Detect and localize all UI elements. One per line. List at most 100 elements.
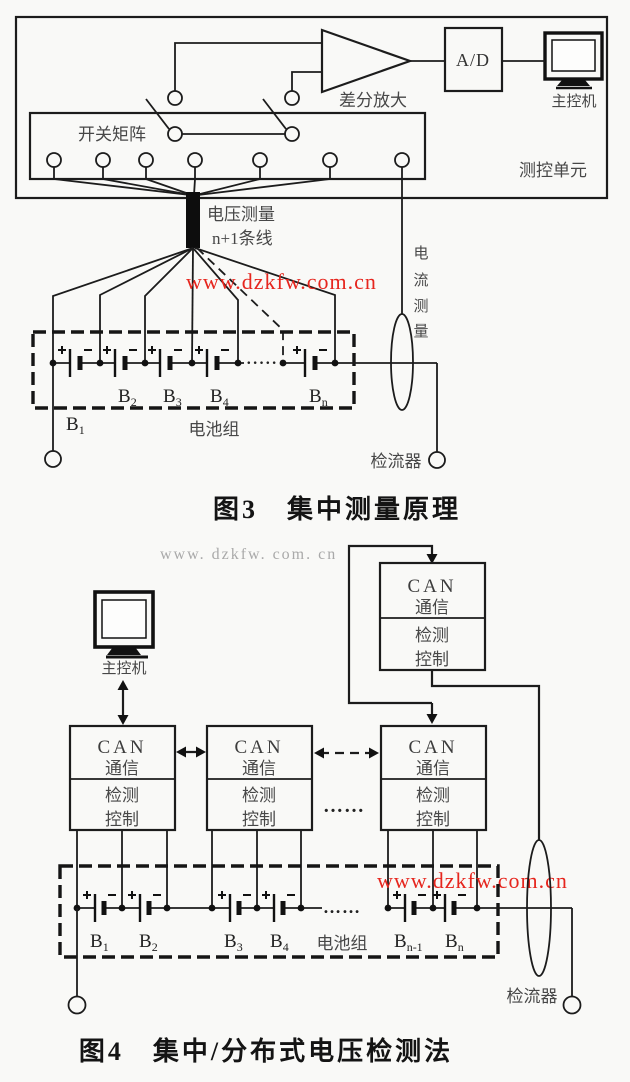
watermark-gray-fig4: www. dzkfw. com. cn xyxy=(160,546,337,563)
figure4-distributed-detection: www. dzkfw. com. cn 主控机 CAN xyxy=(58,544,582,1066)
battery-symbols-fig3 xyxy=(58,346,327,377)
diff-amplifier-label: 差分放大 xyxy=(339,91,407,110)
svg-text:Bn: Bn xyxy=(309,386,328,409)
terminal-circle-left-fig4 xyxy=(67,995,87,1015)
wire-switch1-to-amp xyxy=(174,42,322,91)
galvanometer-icon-fig4 xyxy=(526,839,552,977)
svg-text:CAN: CAN xyxy=(407,576,456,597)
svg-text:检测: 检测 xyxy=(105,786,139,805)
matrix-input-terminals xyxy=(46,152,410,179)
switch-2-icon xyxy=(262,90,300,142)
battery-symbol xyxy=(218,891,251,922)
switch-1-icon xyxy=(145,90,183,142)
battery-symbol xyxy=(195,346,229,377)
terminal-circle-right-fig3 xyxy=(428,451,446,469)
watermark-red-fig3: www.dzkfw.com.cn xyxy=(186,269,377,294)
can-bus-double-arrow-solid xyxy=(176,746,206,758)
battery-symbol xyxy=(58,346,92,377)
host-computer-icon: 主控机 xyxy=(543,31,604,110)
fan-out-wires xyxy=(52,247,336,451)
host-computer-label: 主控机 xyxy=(101,660,146,677)
galvanometer-label-fig3: 检流器 xyxy=(371,452,422,471)
battery-symbol xyxy=(293,346,327,377)
svg-text:CAN: CAN xyxy=(408,737,457,758)
battery-labels-fig4: B1 B2 B3 B4 电池组 Bn-1 Bn xyxy=(90,931,464,954)
module-ellipsis: …… xyxy=(323,795,365,817)
battery-ellipsis-fig4: …… xyxy=(323,897,361,917)
svg-text:B2: B2 xyxy=(139,931,158,954)
battery-symbol xyxy=(148,346,182,377)
diff-amplifier-icon: 差分放大 xyxy=(320,28,414,110)
svg-text:测: 测 xyxy=(413,298,428,315)
svg-text:检测: 检测 xyxy=(416,786,450,805)
terminal-circle-right-fig4 xyxy=(562,995,582,1015)
battery-symbol xyxy=(393,891,426,922)
bundle-label-line1: 电压测量 xyxy=(207,205,275,224)
terminal-circle-left-fig3 xyxy=(44,450,62,468)
battery-symbol xyxy=(262,891,295,922)
svg-text:控制: 控制 xyxy=(415,650,449,669)
switch-matrix-box xyxy=(28,111,427,181)
battery-symbol xyxy=(433,891,466,922)
battery-symbol xyxy=(128,891,161,922)
battery-symbol xyxy=(103,346,137,377)
svg-text:通信: 通信 xyxy=(416,759,450,778)
svg-text:B4: B4 xyxy=(210,386,229,409)
svg-text:Bn-1: Bn-1 xyxy=(394,931,423,954)
figure3-centralized-measurement: 测控单元 差分放大 A/D 主控机 开关矩阵 xyxy=(14,15,609,524)
svg-text:控制: 控制 xyxy=(416,810,450,829)
battery-labels-fig3: B2 B3 B4 Bn B1 电池组 xyxy=(66,386,328,439)
svg-text:量: 量 xyxy=(413,324,428,340)
svg-text:流: 流 xyxy=(413,272,428,289)
galvanometer-label-fig4: 检流器 xyxy=(507,987,558,1006)
svg-text:Bn: Bn xyxy=(445,931,464,954)
battery-pack-box-fig3 xyxy=(31,330,356,410)
switch-matrix-label: 开关矩阵 xyxy=(78,125,146,144)
can-module-box-1: CAN 通信 检测 控制 xyxy=(68,724,177,832)
svg-text:CAN: CAN xyxy=(234,737,283,758)
svg-text:B2: B2 xyxy=(118,386,137,409)
junction-dots-fig3 xyxy=(49,359,339,367)
can-ring-wires xyxy=(347,544,541,840)
svg-text:电: 电 xyxy=(413,245,428,262)
svg-text:通信: 通信 xyxy=(105,759,139,778)
can-module-box-top: CAN 通信 检测 控制 xyxy=(378,561,487,672)
voltage-wire-bundle xyxy=(186,192,200,248)
svg-text:B1: B1 xyxy=(66,414,85,437)
battery-symbol xyxy=(83,891,116,922)
can-module-box-2: CAN 通信 检测 控制 xyxy=(205,724,314,832)
figure4-caption: 图4 集中/分布式电压检测法 xyxy=(79,1036,453,1066)
wire-switch2-to-amp xyxy=(291,71,322,91)
host-computer-icon: 主控机 xyxy=(93,590,155,677)
svg-text:检测: 检测 xyxy=(242,786,276,805)
battery-pack-box-fig4 xyxy=(58,864,500,959)
svg-text:B3: B3 xyxy=(163,386,182,409)
svg-text:B1: B1 xyxy=(90,931,109,954)
watermark-red-fig4: www.dzkfw.com.cn xyxy=(377,868,568,893)
control-unit-label: 测控单元 xyxy=(519,161,587,180)
host-can-double-arrow xyxy=(117,680,129,725)
battery-pack-label-fig3: 电池组 xyxy=(189,420,240,439)
host-computer-label: 主控机 xyxy=(551,93,596,110)
svg-text:通信: 通信 xyxy=(242,759,276,778)
svg-text:B3: B3 xyxy=(224,931,243,954)
figure3-caption: 图3 集中测量原理 xyxy=(213,494,461,524)
can-bus-double-arrow-dashed xyxy=(314,747,379,759)
control-unit-box xyxy=(14,15,609,200)
battery-pack-label-fig4: 电池组 xyxy=(317,934,368,953)
svg-text:通信: 通信 xyxy=(415,598,449,617)
ad-converter-label: A/D xyxy=(456,50,490,70)
galvanometer-icon-fig3 xyxy=(390,313,414,411)
ad-converter-box: A/D xyxy=(443,26,504,93)
svg-text:检测: 检测 xyxy=(415,626,449,645)
junction-dots-fig4 xyxy=(73,904,481,912)
battery-ellipsis-fig3: ····· xyxy=(246,355,278,372)
bundle-label-line2: n+1条线 xyxy=(212,229,273,248)
omitted-wire-dashed xyxy=(196,247,284,363)
svg-text:B4: B4 xyxy=(270,931,289,954)
svg-text:控制: 控制 xyxy=(242,810,276,829)
can-module-box-3: CAN 通信 检测 控制 xyxy=(379,724,488,832)
svg-text:控制: 控制 xyxy=(105,810,139,829)
